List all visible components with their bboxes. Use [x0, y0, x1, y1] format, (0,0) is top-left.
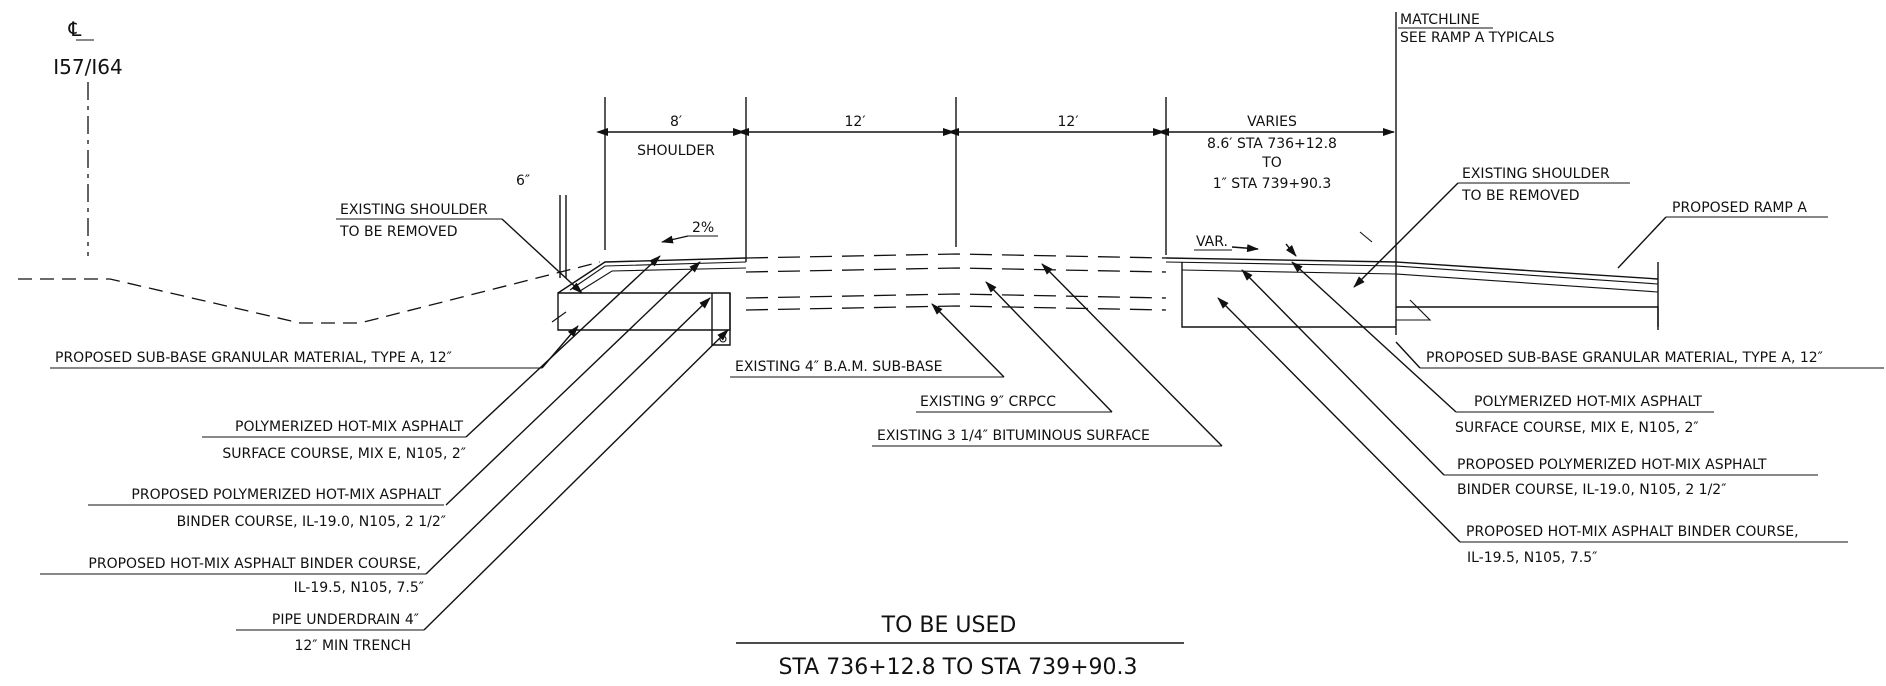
right-labels: PROPOSED SUB-BASE GRANULAR MATERIAL, TYP…	[1217, 261, 1884, 566]
matchline-title: MATCHLINE	[1400, 12, 1480, 28]
existing-bit-bottom	[745, 267, 1167, 273]
existing-shoulder-left-line-2: TO BE REMOVED	[339, 224, 458, 240]
existing-bam-leader	[931, 303, 1005, 378]
poly-left-leader	[465, 255, 661, 438]
prop-poly-right-leader	[1241, 269, 1445, 476]
left-labels: PROPOSED SUB-BASE GRANULAR MATERIAL, TYP…	[40, 255, 729, 654]
underdrain-line-2: 12″ MIN TRENCH	[294, 638, 411, 654]
left-edge-tick	[551, 311, 567, 323]
left-shoulder-surface-2	[569, 261, 747, 291]
left-underdrain-trench	[711, 293, 731, 346]
right-ramp-section	[1165, 231, 1659, 330]
existing-shoulder-right-leader	[1353, 182, 1459, 288]
footer: TO BE USED STA 736+12.8 TO STA 739+90.3	[736, 613, 1184, 680]
top-labels: EXISTING SHOULDER TO BE REMOVED EXISTING…	[336, 166, 1828, 294]
right-binder-line	[1181, 269, 1659, 293]
subbase-left-label: PROPOSED SUB-BASE GRANULAR MATERIAL, TYP…	[55, 350, 452, 366]
prop-poly-right-line-1: PROPOSED POLYMERIZED HOT-MIX ASPHALT	[1457, 457, 1767, 473]
proposed-ramp-a-label: PROPOSED RAMP A	[1672, 200, 1807, 216]
footer-station-range: STA 736+12.8 TO STA 739+90.3	[778, 655, 1137, 680]
existing-bit-leader	[1041, 263, 1223, 447]
slope-arrow	[661, 235, 689, 244]
existing-bam-label: EXISTING 4″ B.A.M. SUB-BASE	[735, 359, 943, 375]
left-shoulder-binder	[579, 267, 747, 292]
prop-hma-left-leader	[425, 297, 711, 575]
matchline: MATCHLINE SEE RAMP A TYPICALS	[1395, 12, 1555, 335]
right-tick-mark	[1359, 231, 1373, 243]
var-arrow-right	[1231, 244, 1259, 253]
dimension-lines: 8′ SHOULDER 12′ 12′ VARIES 8.6′ STA 736+…	[516, 97, 1395, 278]
var-arrow-down	[1285, 243, 1297, 257]
prop-poly-left-line-1: PROPOSED POLYMERIZED HOT-MIX ASPHALT	[131, 487, 441, 503]
poly-right-line-1: POLYMERIZED HOT-MIX ASPHALT	[1474, 394, 1702, 410]
footer-title: TO BE USED	[881, 613, 1017, 638]
centerline: ℄ I57/I64	[53, 17, 123, 256]
dim-six-inch: 6″	[516, 173, 530, 189]
prop-poly-right-line-2: BINDER COURSE, IL-19.0, N105, 2 1/2″	[1457, 482, 1726, 498]
var-label: VAR.	[1196, 234, 1228, 250]
centerline-label: I57/I64	[53, 55, 122, 79]
slope-label: 2%	[692, 220, 714, 236]
dim-shoulder-label: SHOULDER	[637, 143, 715, 159]
prop-poly-left-leader	[445, 261, 701, 506]
prop-hma-left-line-2: IL-19.5, N105, 7.5″	[294, 580, 424, 596]
right-ramp-bottom	[1396, 306, 1659, 327]
prop-poly-left-line-2: BINDER COURSE, IL-19.0, N105, 2 1/2″	[177, 514, 446, 530]
underdrain-line-1: PIPE UNDERDRAIN 4″	[272, 612, 419, 628]
dim-varies-line-3: 1″ STA 739+90.3	[1213, 176, 1332, 192]
dim-varies-line-2: TO	[1261, 155, 1282, 171]
left-shoulder-section	[551, 257, 747, 346]
prop-hma-right-leader	[1217, 297, 1461, 543]
poly-left-line-1: POLYMERIZED HOT-MIX ASPHALT	[235, 419, 463, 435]
existing-crpcc-label: EXISTING 9″ CRPCC	[920, 394, 1056, 410]
dim-varies-line-1: 8.6′ STA 736+12.8	[1207, 136, 1337, 152]
underdrain-leader	[423, 329, 729, 631]
proposed-ramp-a-leader	[1617, 216, 1667, 269]
existing-crpcc-leader	[985, 281, 1113, 413]
existing-crpcc-bottom	[745, 293, 1167, 299]
existing-pavement	[745, 253, 1167, 311]
existing-shoulder-left-leader	[501, 218, 583, 294]
dim-lane-1-width: 12′	[845, 114, 866, 130]
existing-surface-line	[745, 253, 1167, 259]
prop-hma-right-line-1: PROPOSED HOT-MIX ASPHALT BINDER COURSE,	[1466, 524, 1799, 540]
subbase-right-leader	[1395, 341, 1421, 369]
matchline-note: SEE RAMP A TYPICALS	[1400, 30, 1555, 46]
centerline-symbol: ℄	[68, 17, 82, 41]
subbase-right-label: PROPOSED SUB-BASE GRANULAR MATERIAL, TYP…	[1426, 350, 1823, 366]
ground-profile-left	[18, 261, 601, 324]
poly-right-leader	[1291, 261, 1457, 413]
dim-shoulder-width: 8′	[670, 114, 682, 130]
center-labels: EXISTING 4″ B.A.M. SUB-BASE EXISTING 9″ …	[730, 263, 1223, 447]
right-surface-line-2	[1165, 261, 1659, 285]
right-subbase-box	[1181, 262, 1396, 328]
existing-bit-label: EXISTING 3 1/4″ BITUMINOUS SURFACE	[877, 428, 1150, 444]
right-surface-line	[1165, 257, 1659, 280]
dim-varies-label: VARIES	[1247, 114, 1297, 130]
existing-shoulder-right-line-1: EXISTING SHOULDER	[1462, 166, 1610, 182]
dim-lane-2-width: 12′	[1058, 114, 1079, 130]
right-wedge	[1396, 299, 1432, 321]
existing-bam-bottom	[745, 305, 1167, 311]
left-subbase-box	[557, 292, 731, 331]
existing-shoulder-left-line-1: EXISTING SHOULDER	[340, 202, 488, 218]
poly-left-line-2: SURFACE COURSE, MIX E, N105, 2″	[222, 446, 466, 462]
poly-right-line-2: SURFACE COURSE, MIX E, N105, 2″	[1455, 420, 1699, 436]
existing-shoulder-right-line-2: TO BE REMOVED	[1461, 188, 1580, 204]
prop-hma-right-line-2: IL-19.5, N105, 7.5″	[1467, 550, 1597, 566]
prop-hma-left-line-1: PROPOSED HOT-MIX ASPHALT BINDER COURSE,	[88, 556, 421, 572]
